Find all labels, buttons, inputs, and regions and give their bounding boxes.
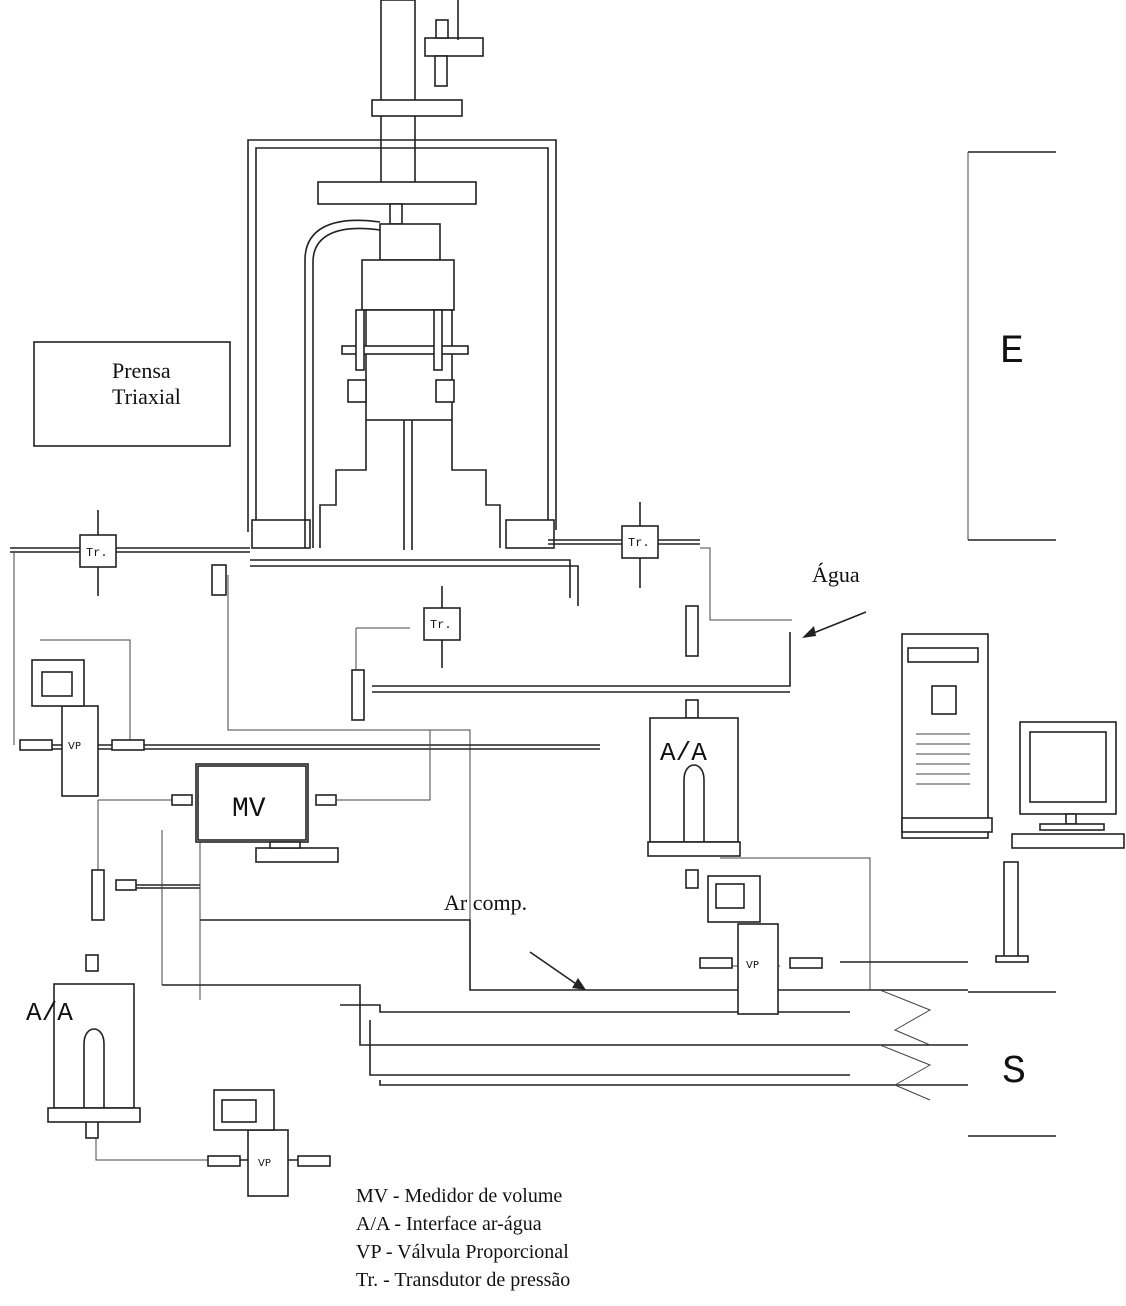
- inputs-block: E: [967, 151, 1056, 541]
- vp-label-right: VP: [746, 960, 759, 971]
- legend-tr: Tr. - Transdutor de pressão: [356, 1269, 570, 1291]
- prensa-label-line1: Prensa: [112, 358, 171, 383]
- pressure-transducer-2: Tr.: [621, 502, 659, 588]
- outputs-block: S: [968, 991, 1056, 1137]
- valve-group: [81, 564, 699, 1139]
- piping: [10, 539, 968, 1161]
- vp-label-left: VP: [68, 741, 81, 752]
- compressed-air-arrow: Ar comp.: [444, 890, 586, 990]
- prensa-label-line2: Triaxial: [112, 384, 181, 409]
- aa-label-right: A/A: [660, 738, 707, 768]
- tr-label-1: Tr.: [86, 546, 108, 560]
- aa-label-left: A/A: [26, 998, 73, 1028]
- pressure-transducer-3: Tr.: [423, 586, 461, 668]
- mv-label: MV: [232, 794, 266, 825]
- ar-comp-label: Ar comp.: [444, 890, 527, 915]
- proportional-valve-left: VP: [19, 659, 145, 797]
- tr-label-2: Tr.: [628, 536, 650, 550]
- water-arrow: Água: [802, 562, 867, 638]
- proportional-valve-right: VP: [699, 875, 823, 1015]
- inputs-label: E: [1000, 330, 1024, 375]
- computer: [901, 633, 1125, 963]
- agua-label: Água: [812, 562, 860, 587]
- air-water-interface-right: A/A: [647, 717, 741, 857]
- triaxial-press: [247, 0, 557, 550]
- tr-label-3: Tr.: [430, 618, 452, 632]
- volume-meter: MV: [195, 763, 339, 863]
- legend-aa: A/A - Interface ar-água: [356, 1213, 542, 1235]
- proportional-valve-bottom: VP: [207, 1089, 331, 1197]
- vp-label-bottom: VP: [258, 1158, 271, 1169]
- legend-vp: VP - Válvula Proporcional: [356, 1241, 569, 1263]
- prensa-triaxial-box: Prensa Triaxial: [33, 341, 231, 447]
- air-water-interface-left: A/A: [26, 983, 141, 1123]
- legend: MV - Medidor de volume A/A - Interface a…: [356, 1185, 570, 1291]
- pressure-transducer-1: Tr.: [79, 510, 117, 596]
- outputs-label: S: [1002, 1050, 1026, 1095]
- legend-mv: MV - Medidor de volume: [356, 1185, 562, 1207]
